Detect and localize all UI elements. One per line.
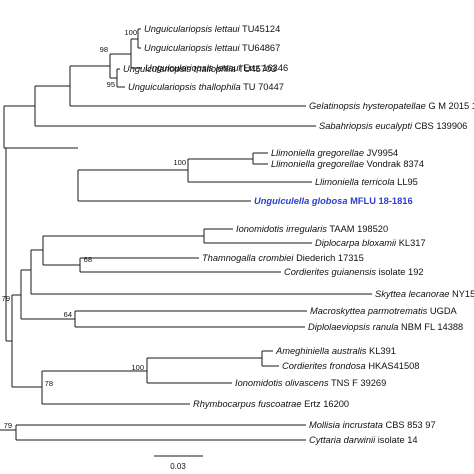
- taxon-label: Unguiculariopsis thallophila TU45703: [123, 64, 276, 74]
- branch: [0, 424, 306, 441]
- taxon-label: Diplolaeviopsis ranula NBM FL 14388: [308, 322, 463, 332]
- taxon-label: Cordierites guianensis isolate 192: [284, 267, 424, 277]
- taxon-label: Diplocarpa bloxamii KL317: [315, 238, 426, 248]
- taxon-label: Llimoniella terricola LL95: [315, 177, 418, 187]
- taxon-label: Unguiculariopsis lettaui Ertz 16346: [145, 63, 288, 73]
- taxon-label: Skyttea lecanorae NY1599: [375, 289, 474, 299]
- branch: [131, 38, 142, 69]
- taxon-label: Ameghiniella australis KL391: [275, 346, 396, 356]
- taxon-label: Macroskyttea parmotrematis UGDA: [310, 306, 458, 316]
- support-values: 100 98 95 100 68 79 64 100 78 79: [2, 28, 186, 430]
- support-value: 100: [173, 158, 186, 167]
- branch: [3, 106, 6, 149]
- branch: [31, 249, 372, 295]
- branch: [204, 228, 312, 244]
- taxon-label: Unguiculariopsis lettaui TU64867: [144, 43, 280, 53]
- taxon-labels: Unguiculariopsis lettaui TU45124 Unguicu…: [123, 24, 474, 445]
- branch: [35, 85, 316, 127]
- tree-branches: [0, 28, 372, 441]
- branch: [42, 370, 190, 405]
- taxon-label: Sabahriopsis eucalypti CBS 139906: [319, 121, 467, 131]
- support-value: 68: [84, 255, 92, 264]
- taxon-label: Llimoniella gregorellae JV9954: [271, 148, 398, 158]
- branch: [78, 169, 251, 202]
- taxon-label: Cordierites frondosa HKAS41508: [282, 361, 419, 371]
- support-value: 79: [4, 421, 12, 430]
- branch: [147, 357, 262, 384]
- scale-bar-label: 0.03: [170, 462, 186, 471]
- taxon-label: Mollisia incrustata CBS 853 97: [309, 420, 436, 430]
- taxon-label: Unguiculariopsis lettaui TU45124: [144, 24, 280, 34]
- branch: [253, 152, 268, 165]
- support-value: 95: [107, 80, 115, 89]
- branch: [70, 65, 306, 107]
- taxon-label: Cyttaria darwinii isolate 14: [309, 435, 418, 445]
- branch: [110, 53, 131, 79]
- support-value: 64: [64, 310, 72, 319]
- support-value: 100: [131, 363, 144, 372]
- support-value: 98: [100, 45, 108, 54]
- branch: [43, 235, 204, 266]
- branch: [80, 257, 281, 273]
- support-value: 79: [2, 294, 10, 303]
- branch: [75, 310, 307, 328]
- support-value: 78: [45, 379, 53, 388]
- taxon-label: Llimoniella gregorellae Vondrak 8374: [271, 159, 424, 169]
- scale-bar: 0.03: [154, 455, 203, 471]
- branch: [188, 158, 312, 183]
- taxon-label: Thamnogalla crombiei Diederich 17315: [202, 253, 364, 263]
- branch: [12, 294, 42, 388]
- taxon-label: Unguiculariopsis thallophila TU 70447: [128, 82, 284, 92]
- taxon-label: Rhymbocarpus fuscoatrae Ertz 16200: [193, 399, 349, 409]
- branch: [262, 350, 279, 367]
- taxon-label: Ionomidotis irregularis TAAM 198520: [236, 224, 388, 234]
- highlighted-taxon-label: Unguiculella globosa MFLU 18-1816: [254, 196, 413, 206]
- support-value: 100: [124, 28, 137, 37]
- branch: [6, 147, 78, 342]
- taxon-label: Ionomidotis olivascens TNS F 39269: [235, 378, 386, 388]
- taxon-label: Gelatinopsis hysteropatellae G M 2015 10…: [309, 101, 474, 111]
- branch: [21, 269, 75, 320]
